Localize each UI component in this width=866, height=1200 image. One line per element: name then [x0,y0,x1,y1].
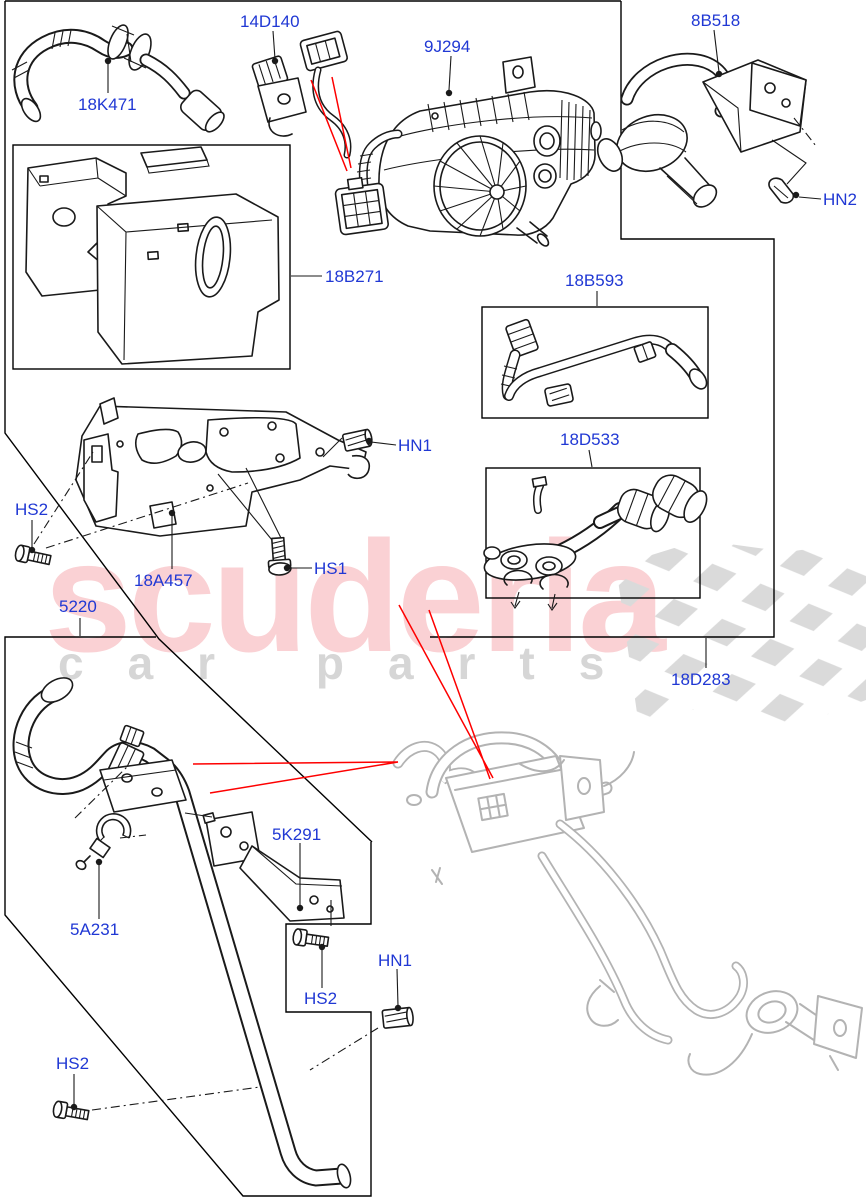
drawing-5220-pipe [12,677,352,1189]
drawing-18B593-pipe [500,318,708,407]
drawing-18K471-hose [11,24,225,133]
part-label-HS2-mid[interactable]: HS2 [304,989,338,1008]
panel-borders [4,0,775,1197]
drawing-8B518-pump [596,52,807,208]
drawing-HN1-clip-upper [341,428,373,452]
drawing-HS2-screw-bottom [52,1100,90,1121]
installed-assembly-drawing [392,731,863,1076]
drawing-9J294-heater [334,56,602,247]
part-label-9J294[interactable]: 9J294 [424,37,471,56]
box-18B271 [12,144,291,370]
red-leader-lines [192,76,494,794]
drawing-HS2-screw-upper [14,544,52,566]
part-label-HN1-lower[interactable]: HN1 [378,951,413,970]
part-label-8B518[interactable]: 8B518 [691,11,741,30]
part-label-5A231[interactable]: 5A231 [70,920,120,939]
drawing-HN2-clip [768,177,795,204]
watermark-tagline: car parts [58,637,649,689]
part-label-18B271[interactable]: 18B271 [325,267,384,286]
part-label-5K291[interactable]: 5K291 [272,825,322,844]
part-label-18A457[interactable]: 18A457 [134,571,193,590]
part-label-HS2-upper[interactable]: HS2 [15,500,49,519]
drawing-5K291-bracket [202,811,345,922]
drawing-18B271-covers [25,146,280,365]
drawing-14D140-harness [251,30,352,159]
black-leader-lines [28,29,822,1111]
part-label-18D283[interactable]: 18D283 [671,670,731,689]
part-label-14D140[interactable]: 14D140 [240,12,300,31]
part-label-HS1[interactable]: HS1 [314,559,348,578]
part-label-18B593[interactable]: 18B593 [565,271,624,290]
part-label-5220[interactable]: 5220 [59,597,97,616]
part-label-HS2-bottom[interactable]: HS2 [56,1054,90,1073]
drawing-5A231-clamp [75,813,132,871]
box-18D533 [485,467,701,599]
part-label-HN2[interactable]: HN2 [823,190,858,209]
part-label-18D533[interactable]: 18D533 [560,430,620,449]
part-label-18K471[interactable]: 18K471 [78,95,137,114]
box-18B593 [481,306,709,419]
part-label-HN1-upper[interactable]: HN1 [398,436,433,455]
drawing-HN1-clip-lower [381,1006,414,1029]
drawing-18A457-bracket [75,397,370,537]
drawing-HS2-screw-mid [292,928,330,947]
drawing-18D533-pipe [483,474,708,611]
